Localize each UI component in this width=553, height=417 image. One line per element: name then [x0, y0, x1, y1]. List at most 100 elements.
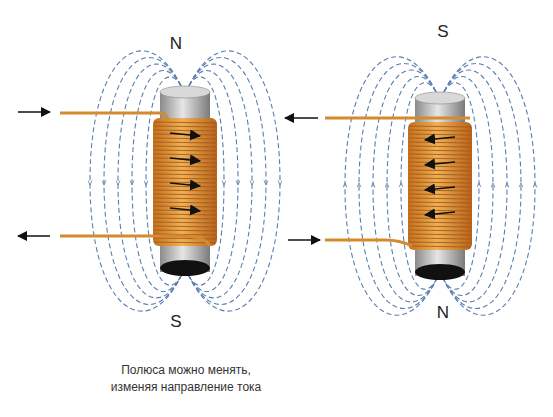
pole-label: S: [434, 23, 451, 42]
field-direction: [146, 178, 147, 183]
winding: [409, 206, 471, 207]
winding: [409, 138, 471, 139]
winding: [154, 134, 216, 135]
current-arrow: [285, 117, 318, 119]
winding: [154, 218, 216, 219]
current-arrow: [288, 239, 320, 241]
winding: [409, 194, 471, 195]
field-direction: [265, 178, 266, 183]
winding: [154, 174, 216, 175]
winding: [154, 222, 216, 223]
winding: [154, 146, 216, 147]
field-direction: [493, 185, 494, 189]
field-direction: [359, 185, 360, 189]
field-lines: [90, 51, 535, 315]
winding: [409, 222, 471, 223]
core-end: [415, 92, 465, 104]
winding: [154, 238, 216, 239]
current-arrows: [170, 133, 200, 211]
coil: [153, 118, 217, 246]
winding: [409, 202, 471, 203]
caption: Полюса можно менять, изменяя направление…: [105, 362, 267, 397]
winding: [409, 218, 471, 219]
winding: [409, 142, 471, 143]
field-direction: [132, 178, 133, 183]
wire: [325, 240, 412, 246]
winding: [154, 154, 216, 155]
winding: [409, 182, 471, 183]
winding: [154, 170, 216, 171]
winding: [409, 166, 471, 167]
field-direction: [521, 185, 522, 189]
winding: [154, 206, 216, 207]
winding: [409, 230, 471, 231]
winding: [409, 146, 471, 147]
field-direction: [223, 178, 224, 183]
winding: [409, 238, 471, 239]
winding: [409, 210, 471, 211]
winding: [154, 142, 216, 143]
wire: [325, 117, 470, 120]
coil: [408, 122, 472, 250]
field-direction: [373, 185, 374, 189]
winding: [154, 166, 216, 167]
winding: [154, 198, 216, 199]
winding: [154, 190, 216, 191]
coil-windings: [154, 122, 216, 243]
winding: [409, 170, 471, 171]
field-direction: [479, 185, 480, 189]
current-arrow: [18, 111, 50, 113]
winding: [409, 134, 471, 135]
winding: [154, 226, 216, 227]
field-direction: [345, 185, 346, 189]
field-direction: [535, 185, 536, 189]
winding: [409, 126, 471, 127]
winding: [409, 130, 471, 131]
winding: [154, 130, 216, 131]
core-end: [160, 260, 210, 276]
winding: [409, 158, 471, 159]
field-direction: [90, 178, 91, 183]
winding: [409, 198, 471, 199]
winding: [409, 242, 471, 243]
field-direction: [118, 178, 119, 183]
winding: [154, 230, 216, 231]
field-direction: [387, 185, 388, 189]
field-direction: [401, 185, 402, 189]
field-direction: [237, 178, 238, 183]
pole-label: N: [434, 304, 452, 323]
winding: [409, 174, 471, 175]
current-arrow: [18, 235, 50, 237]
pole-label: S: [167, 313, 184, 332]
right-electromagnet: [285, 92, 472, 280]
winding: [154, 186, 216, 187]
field-direction: [279, 178, 280, 183]
coil-windings: [409, 126, 471, 247]
field-direction: [507, 185, 508, 189]
left-electromagnet: [18, 86, 217, 276]
winding: [409, 186, 471, 187]
winding: [154, 178, 216, 179]
wire: [60, 113, 168, 120]
winding: [409, 226, 471, 227]
winding: [154, 214, 216, 215]
wire: [60, 236, 210, 246]
winding: [409, 190, 471, 191]
winding: [154, 202, 216, 203]
winding: [409, 154, 471, 155]
winding: [154, 122, 216, 123]
winding: [409, 246, 471, 247]
winding: [154, 150, 216, 151]
pole-label: N: [167, 35, 185, 54]
winding: [154, 162, 216, 163]
field-direction: [251, 178, 252, 183]
winding: [154, 126, 216, 127]
field-direction: [104, 178, 105, 183]
winding: [409, 234, 471, 235]
current-arrows: [425, 137, 455, 215]
winding: [154, 194, 216, 195]
core-end: [160, 86, 210, 98]
core-end: [415, 264, 465, 280]
